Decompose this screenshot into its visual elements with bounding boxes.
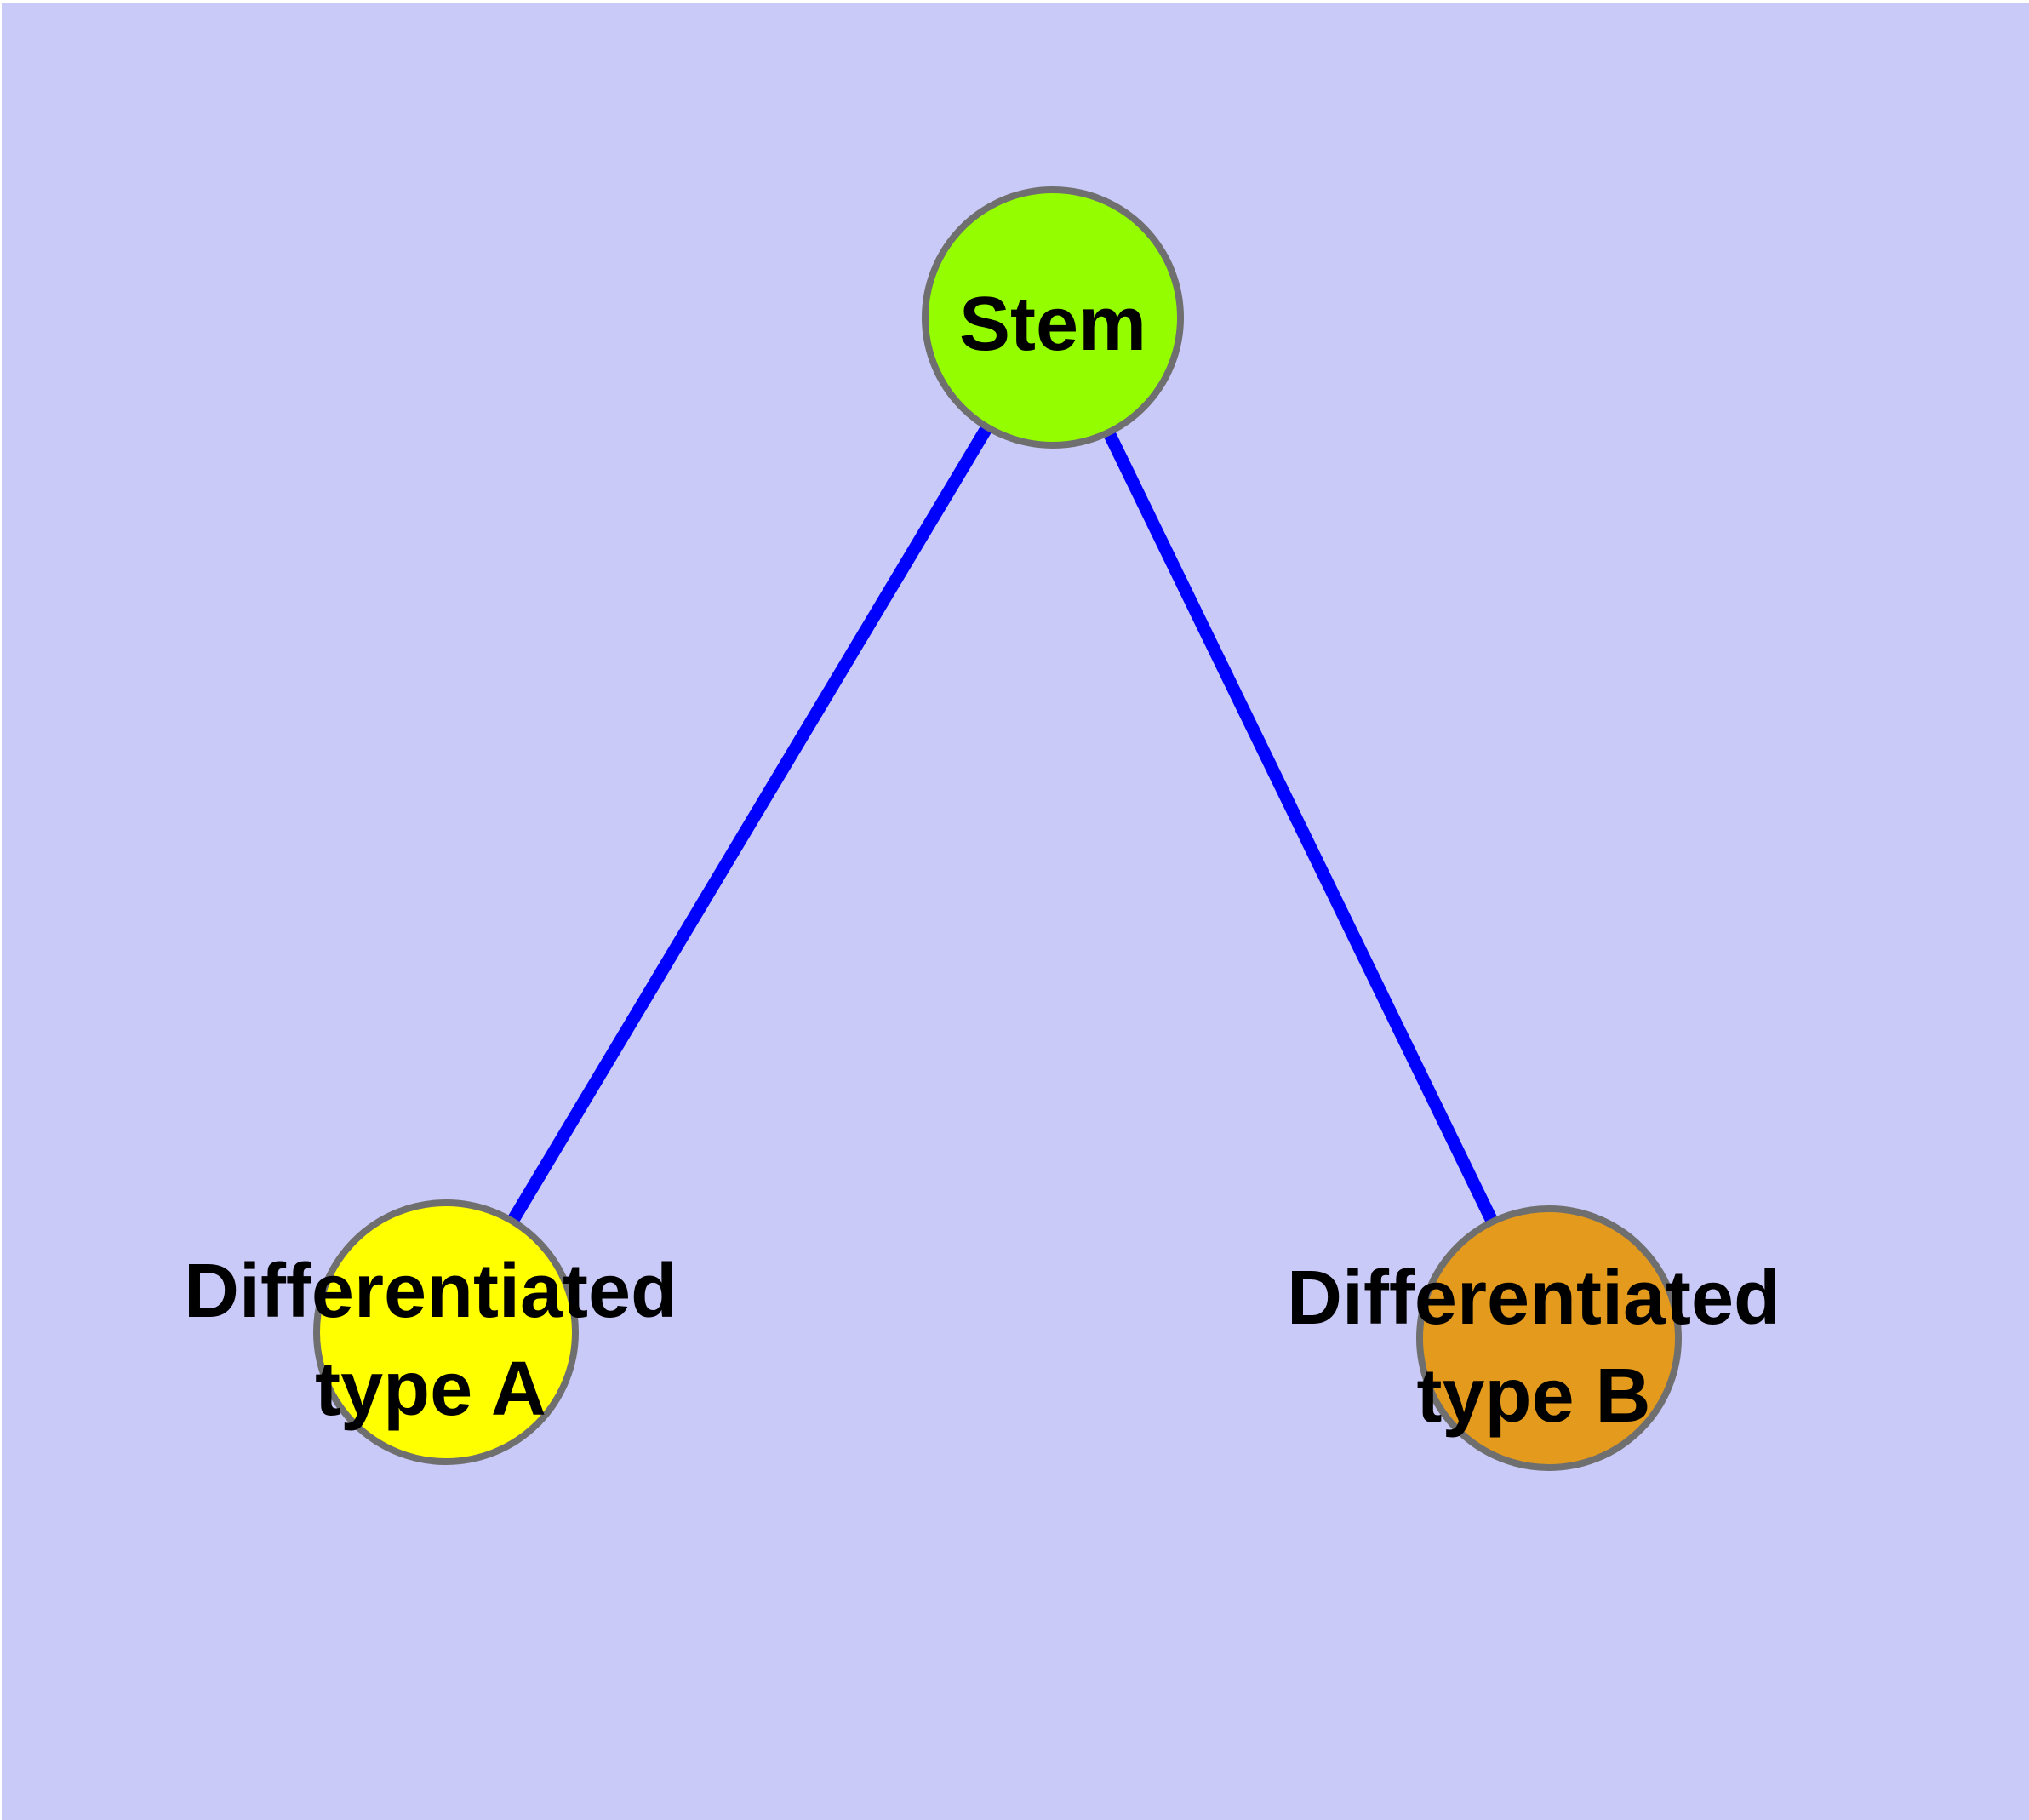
edge-stem-to-type-a bbox=[440, 314, 1059, 1336]
node-type-a-label-line1: Differentiated bbox=[184, 1249, 677, 1334]
node-type-b-label-line2: type B bbox=[1416, 1354, 1650, 1439]
node-stem-circle bbox=[922, 186, 1184, 449]
node-type-a-label-line2: type A bbox=[315, 1347, 546, 1432]
edge-stem-to-type-b bbox=[1047, 314, 1555, 1342]
node-type-b-label-line1: Differentiated bbox=[1287, 1256, 1780, 1341]
node-stem-label: Stem bbox=[959, 282, 1146, 367]
node-type-b-circle bbox=[1416, 1205, 1682, 1471]
node-type-a-circle bbox=[313, 1199, 579, 1465]
